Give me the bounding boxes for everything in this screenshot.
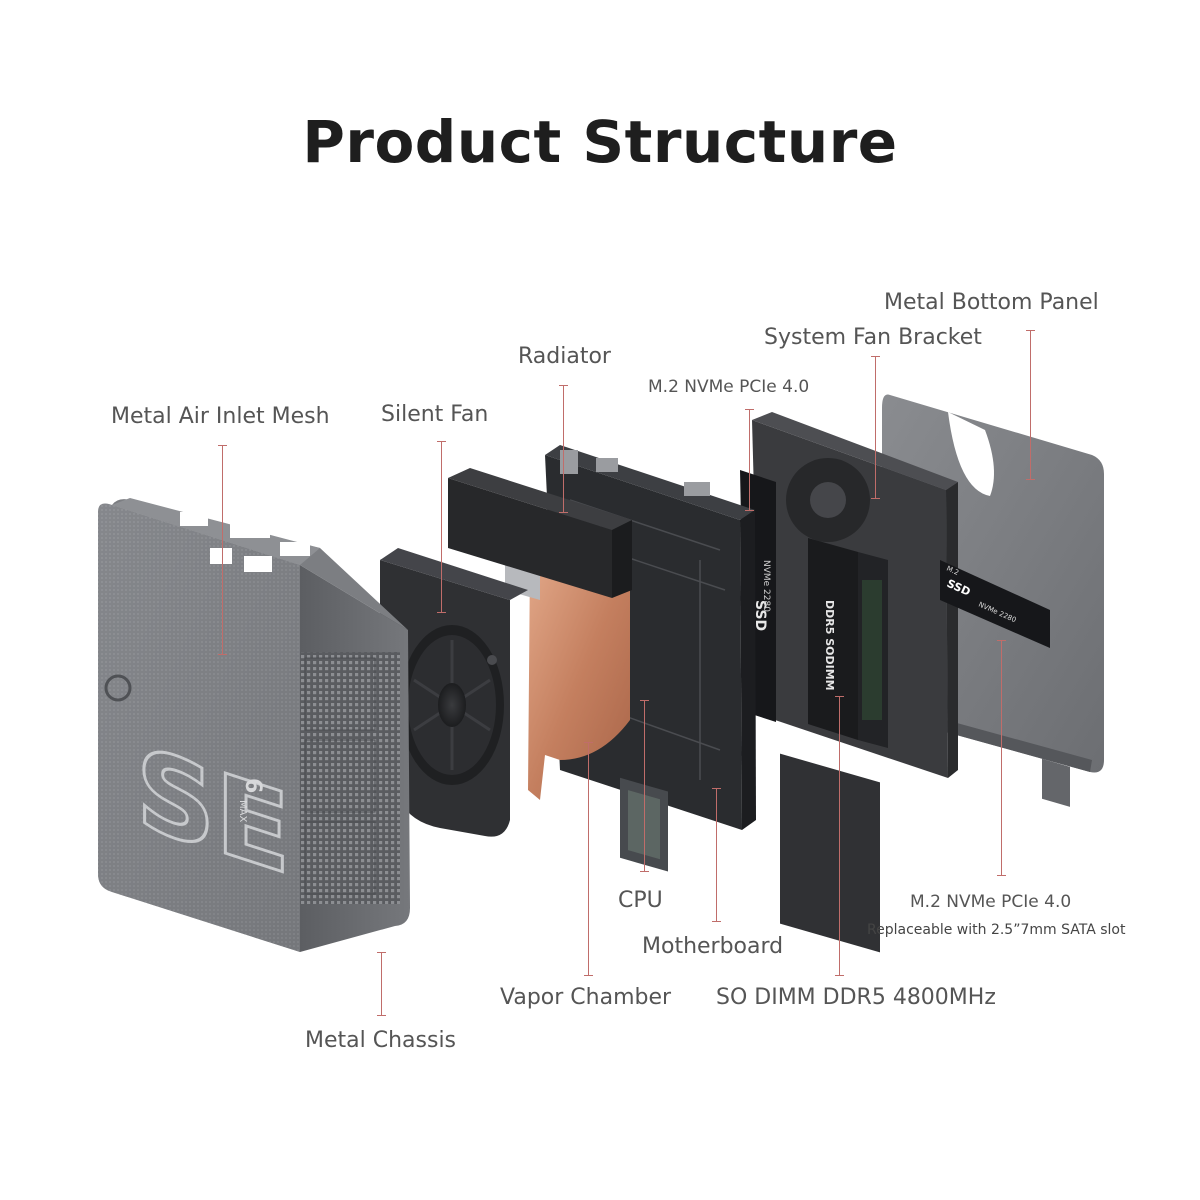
leader-metal-chassis [377,952,386,1016]
leader-m2-nvme-bottom [997,640,1006,876]
leader-vapor-chamber [584,742,593,976]
leader-metal-bottom-panel [1026,330,1035,480]
ssd-left-sub-print: NVMe 2280 [761,560,771,612]
metal-chassis-graphic: SE 6 MAX [98,498,410,952]
label-metal-air-inlet-mesh: Metal Air Inlet Mesh [111,404,330,429]
leader-motherboard [712,788,721,922]
so-dimm-graphic: DDR5 SODIMM [808,538,888,748]
leader-silent-fan [437,441,446,613]
label-m2-nvme-top: M.2 NVMe PCIe 4.0 [648,377,810,397]
leader-radiator [559,385,568,513]
ssd-left-print: SSD [752,600,768,631]
leader-m2-nvme-top [745,409,754,511]
label-vapor-chamber: Vapor Chamber [500,985,672,1010]
silent-fan-graphic [380,548,528,837]
chassis-model-number-print: 6 [240,778,265,793]
leader-metal-air-inlet-mesh [218,445,227,655]
leader-so-dimm [835,696,844,976]
label-motherboard: Motherboard [642,934,784,959]
label-silent-fan: Silent Fan [381,402,489,427]
label-cpu: CPU [618,888,663,913]
leader-cpu [640,700,649,872]
leader-system-fan-bracket [871,356,880,499]
label-system-fan-bracket: System Fan Bracket [764,325,982,350]
label-m2-nvme-bottom-note: Replaceable with 2.5”7mm SATA slot [867,922,1126,938]
page-title: Product Structure [302,108,898,176]
radiator-graphic [448,468,632,598]
label-metal-bottom-panel: Metal Bottom Panel [884,290,1099,315]
chassis-model-suffix-print: MAX [237,800,248,822]
ram-label-print: DDR5 SODIMM [823,600,836,691]
label-m2-nvme-bottom: M.2 NVMe PCIe 4.0 [910,892,1072,912]
label-radiator: Radiator [518,344,611,369]
label-metal-chassis: Metal Chassis [305,1028,457,1053]
label-so-dimm: SO DIMM DDR5 4800MHz [716,985,996,1010]
ssd-right-graphic: SSD M.2 NVMe 2280 [940,560,1050,648]
